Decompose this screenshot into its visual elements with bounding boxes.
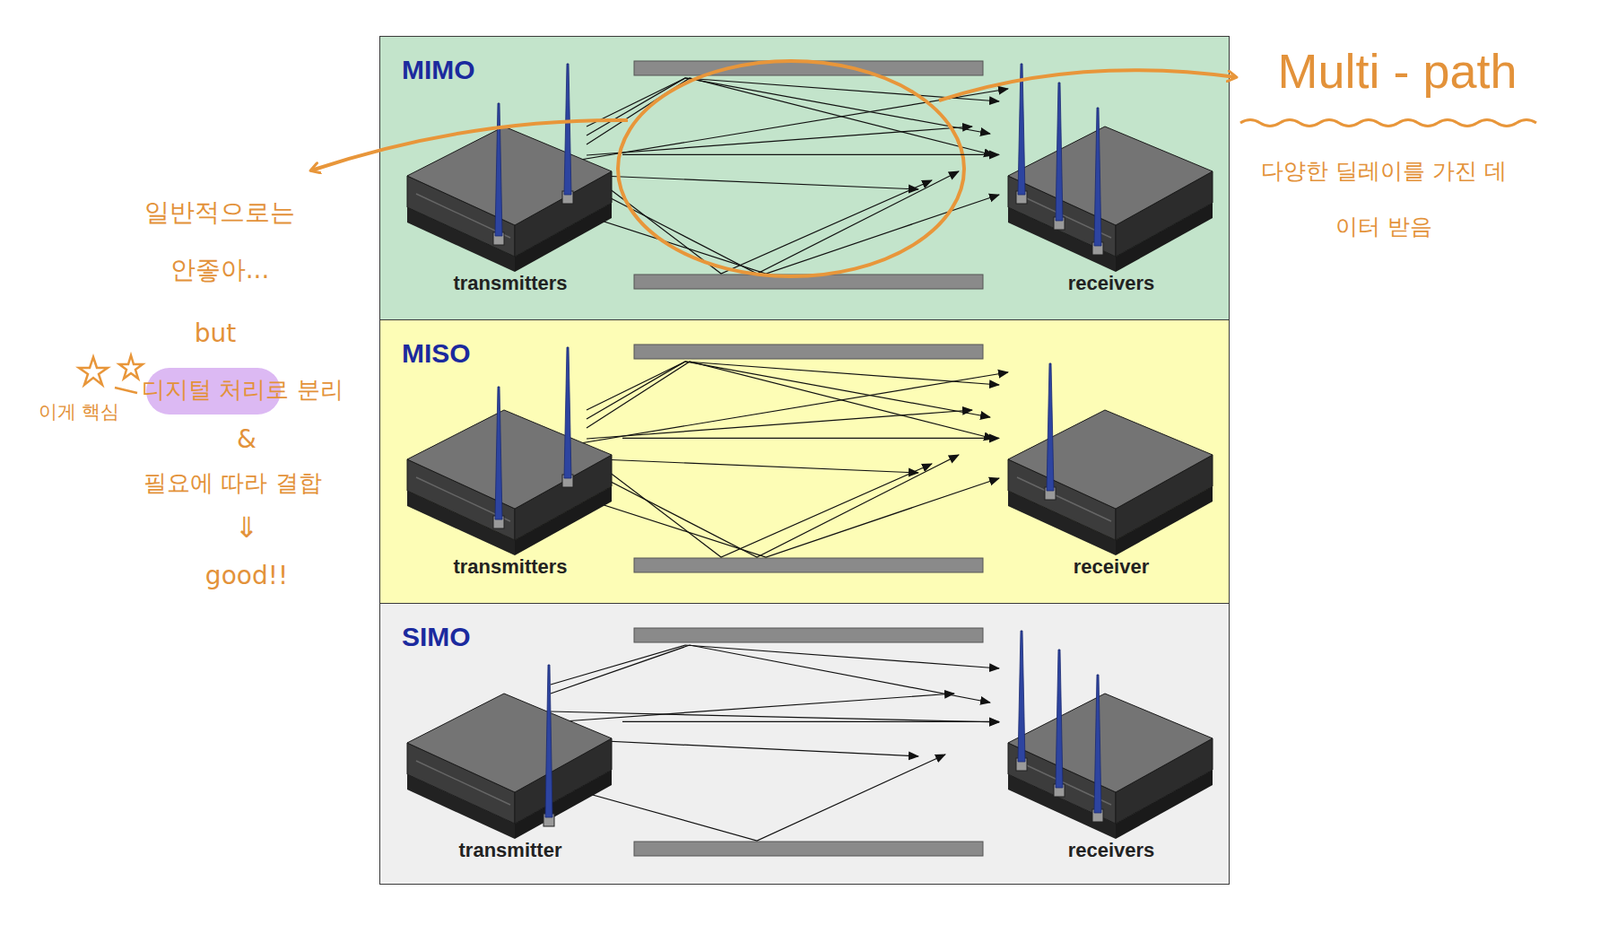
signal-connector bbox=[622, 721, 1000, 722]
note-holder: & bbox=[219, 421, 274, 458]
antenna bbox=[495, 103, 503, 236]
highlight-pill bbox=[146, 367, 281, 415]
callout-note: 필요에 따라 결합 bbox=[143, 464, 322, 501]
diagram-panel: SIMO transmitter receivers bbox=[379, 602, 1230, 885]
panel-title: MIMO bbox=[401, 54, 476, 86]
callout-note: 디지털 처리로 분리 bbox=[141, 371, 344, 408]
signal-path bbox=[586, 171, 932, 274]
device-label: receivers bbox=[1068, 271, 1156, 296]
antenna bbox=[1055, 649, 1063, 788]
callout-note: 다양한 딜레이를 가진 데이터 받음 bbox=[1253, 143, 1514, 255]
device-slot bbox=[416, 760, 511, 805]
receiver-device: receivers bbox=[999, 36, 1224, 299]
reflector-bar bbox=[634, 274, 983, 289]
signal-path bbox=[586, 361, 1000, 410]
note-holder: Multi - path bbox=[1244, 39, 1550, 103]
callout-title: Multi - path bbox=[1277, 39, 1517, 103]
reflector-bar bbox=[634, 60, 983, 76]
panel-title: SIMO bbox=[401, 621, 471, 653]
callout-note: & bbox=[236, 421, 257, 458]
antenna bbox=[1017, 630, 1026, 762]
antenna bbox=[1055, 82, 1063, 221]
callout-note: 이게 핵심 bbox=[38, 398, 121, 426]
antenna bbox=[1017, 63, 1026, 195]
signal-path bbox=[586, 78, 991, 136]
reflector-bar bbox=[634, 344, 983, 359]
star-mark bbox=[78, 356, 108, 385]
signal-path bbox=[550, 693, 955, 722]
reflector-bar bbox=[634, 627, 983, 643]
signal-path bbox=[550, 644, 1000, 685]
signal-path bbox=[537, 88, 1009, 167]
signal-path bbox=[586, 171, 959, 274]
router-illustration bbox=[999, 36, 1224, 299]
antenna bbox=[545, 664, 553, 818]
device-top bbox=[407, 409, 612, 509]
callout-note: but bbox=[194, 315, 237, 352]
router-illustration bbox=[999, 603, 1224, 866]
signal-path bbox=[586, 454, 959, 557]
antenna bbox=[564, 347, 572, 479]
receiver-device: receivers bbox=[999, 603, 1224, 866]
antenna bbox=[1094, 107, 1102, 246]
antenna bbox=[495, 386, 503, 520]
signal-path bbox=[586, 361, 994, 439]
device-slot bbox=[1017, 477, 1112, 522]
signal-path bbox=[586, 78, 994, 156]
receiver-device: receiver bbox=[999, 320, 1224, 583]
router-illustration bbox=[999, 320, 1224, 583]
diagram-panel: MISO transmitters receiver bbox=[379, 319, 1230, 604]
device-top bbox=[1008, 693, 1213, 792]
note-holder: ⇓ bbox=[219, 507, 274, 548]
star-stroke bbox=[114, 387, 138, 393]
note-holder: 필요에 따라 결합 bbox=[143, 464, 377, 501]
signal-path bbox=[586, 126, 973, 156]
device-top bbox=[1008, 126, 1213, 226]
device-label: receivers bbox=[1068, 838, 1156, 862]
device-label: transmitter bbox=[459, 838, 563, 862]
device-label: transmitters bbox=[452, 555, 567, 579]
panel-title: MISO bbox=[401, 338, 471, 369]
callout-arrow bbox=[939, 69, 1236, 101]
note-holder: 다양한 딜레이를 가진 데이터 받음 bbox=[1253, 143, 1514, 255]
note-holder: good!! bbox=[192, 557, 301, 594]
antenna bbox=[564, 63, 572, 195]
note-holder: but bbox=[179, 315, 252, 352]
signal-path bbox=[586, 361, 991, 419]
device-top bbox=[1008, 409, 1213, 509]
diagram-panel: MIMO transmitters receivers bbox=[379, 35, 1230, 321]
signal-path bbox=[586, 78, 1000, 127]
device-top bbox=[407, 126, 612, 226]
signal-path bbox=[586, 454, 932, 557]
device-top bbox=[407, 693, 612, 792]
note-holder: 디지털 처리로 분리 bbox=[141, 371, 375, 408]
star-mark bbox=[119, 355, 143, 379]
signal-path bbox=[586, 409, 973, 439]
signal-path bbox=[550, 711, 1000, 722]
device-label: receiver bbox=[1073, 555, 1149, 579]
callout-note: 일반적으로는 안좋아... bbox=[130, 183, 310, 299]
reflector-bar bbox=[634, 841, 983, 856]
signal-connector bbox=[622, 437, 1000, 439]
reflector-bar bbox=[634, 557, 983, 573]
callout-note: good!! bbox=[205, 557, 288, 594]
signal-connector bbox=[622, 154, 1000, 156]
callout-arrow bbox=[311, 120, 628, 171]
signal-path bbox=[550, 644, 991, 703]
antenna bbox=[1046, 363, 1054, 491]
highlight-circle bbox=[617, 60, 965, 277]
note-holder: 일반적으로는 안좋아... bbox=[130, 183, 310, 299]
callout-note: ⇓ bbox=[234, 507, 260, 548]
signal-path bbox=[537, 372, 1009, 451]
squiggle-underline bbox=[1240, 120, 1537, 127]
note-holder: 이게 핵심 bbox=[35, 398, 122, 426]
antenna bbox=[1094, 674, 1102, 813]
device-label: transmitters bbox=[452, 271, 567, 296]
